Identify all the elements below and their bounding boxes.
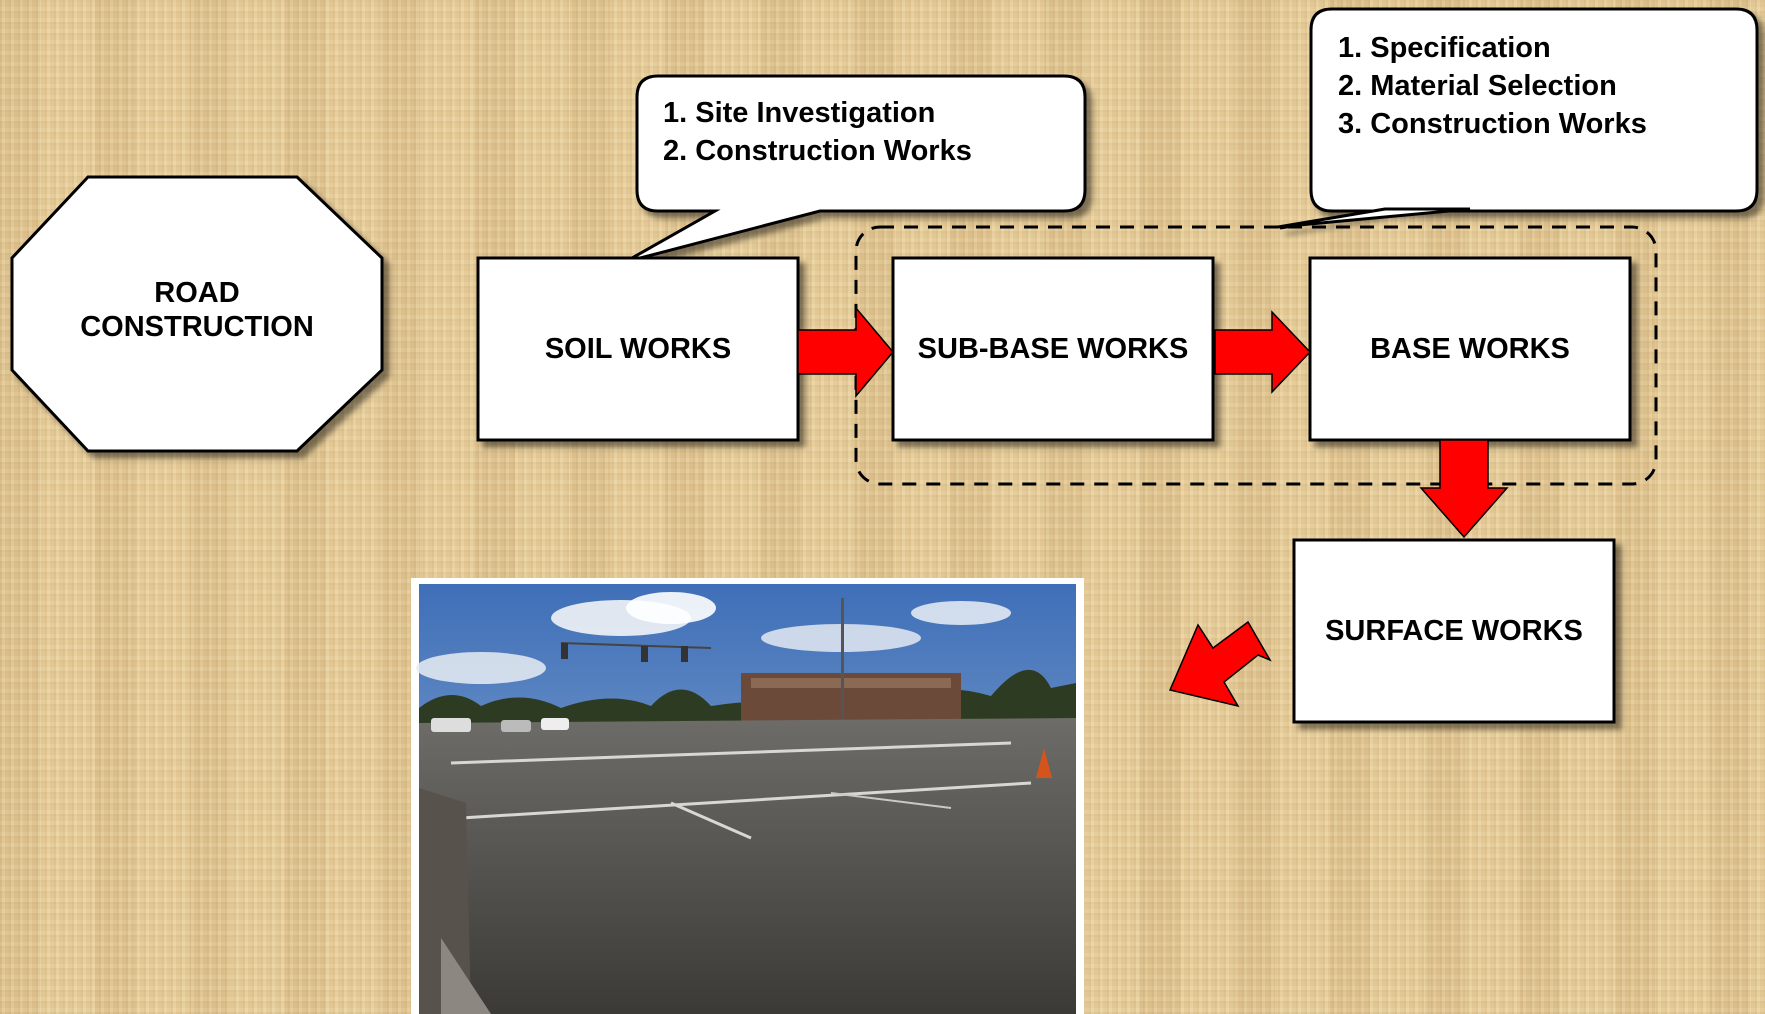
base-works-box bbox=[1308, 256, 1632, 442]
base-works-label: BASE WORKS bbox=[1370, 332, 1570, 365]
road-construction-octagon bbox=[10, 175, 384, 453]
base-group-callout-pointer bbox=[1277, 207, 1471, 229]
surface-works-box bbox=[1292, 538, 1616, 724]
road-construction-label: ROAD CONSTRUCTION bbox=[80, 276, 314, 343]
soil-works-label: SOIL WORKS bbox=[544, 332, 732, 365]
soil-callout-item-2: 2. Construction Works bbox=[663, 135, 972, 167]
sub-base-works-box bbox=[891, 256, 1215, 442]
soil-callout-item-1: 1. Site Investigation bbox=[663, 97, 936, 129]
surface-works-label: SURFACE WORKS bbox=[1325, 614, 1583, 647]
base-group-callout-text: 1. Specification 2. Material Selection 3… bbox=[1338, 29, 1647, 143]
arrow-subbase-to-base bbox=[1214, 310, 1312, 394]
sub-base-works-label: SUB-BASE WORKS bbox=[917, 332, 1189, 365]
arrow-surface-to-photo bbox=[1168, 620, 1272, 708]
base-group-callout-item-3: 3. Construction Works bbox=[1338, 108, 1647, 140]
road-intersection-photo bbox=[411, 578, 1084, 1014]
base-group-callout-item-1: 1. Specification bbox=[1338, 32, 1551, 64]
arrow-soil-to-subbase bbox=[797, 305, 894, 399]
base-group-callout-item-2: 2. Material Selection bbox=[1338, 70, 1617, 102]
soil-callout-text: 1. Site Investigation 2. Construction Wo… bbox=[663, 94, 972, 170]
arrow-base-to-surface bbox=[1419, 439, 1509, 539]
soil-callout-bubble bbox=[624, 74, 1087, 264]
